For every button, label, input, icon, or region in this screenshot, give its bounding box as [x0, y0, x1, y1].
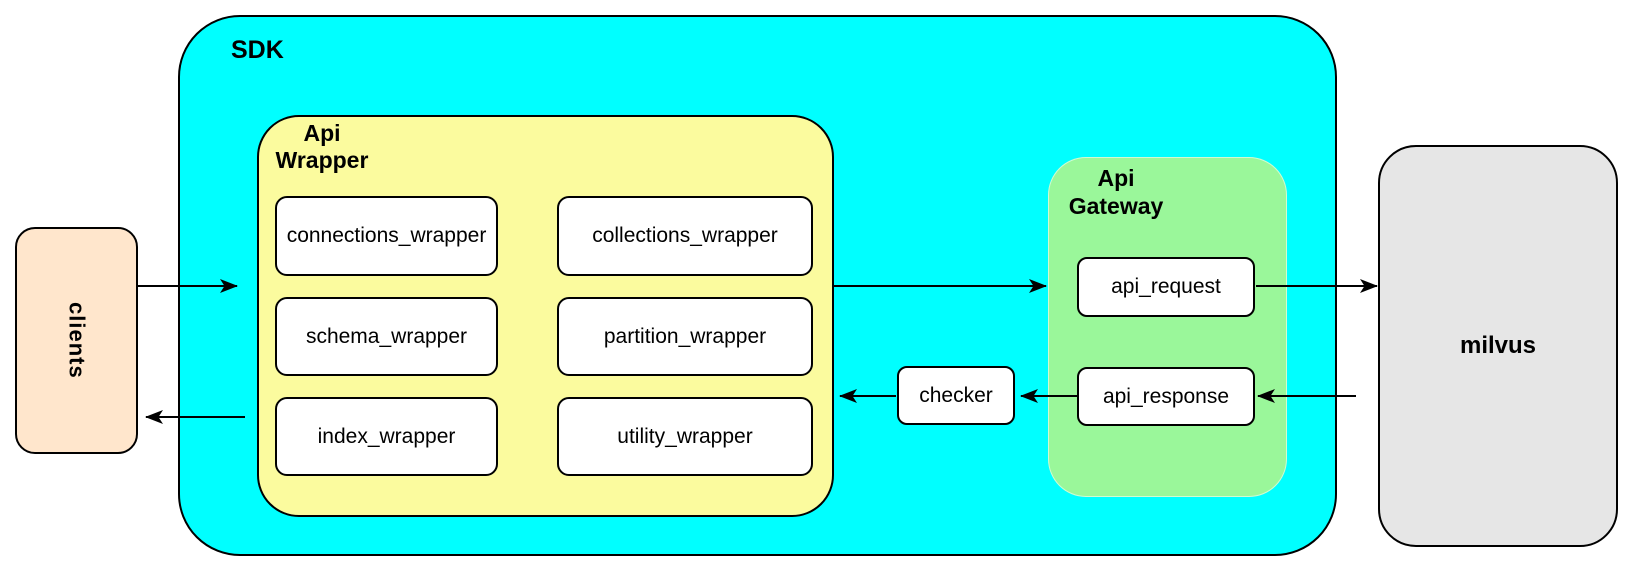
api-gateway-label: Api Gateway [1068, 165, 1164, 219]
node-label: api_response [1102, 384, 1230, 408]
node-utility-wrapper: utility_wrapper [557, 397, 813, 476]
node-label: partition_wrapper [603, 324, 767, 348]
api-wrapper-label: Api Wrapper [275, 120, 369, 173]
node-partition-wrapper: partition_wrapper [557, 297, 813, 376]
node-api-request: api_request [1077, 257, 1255, 317]
node-checker: checker [897, 366, 1015, 425]
node-schema-wrapper: schema_wrapper [275, 297, 498, 376]
node-label: api_request [1111, 275, 1221, 298]
node-clients: clients [15, 227, 138, 454]
node-label: clients [64, 302, 90, 379]
node-label: schema_wrapper [305, 324, 468, 348]
node-label: milvus [1459, 332, 1537, 359]
node-milvus: milvus [1378, 145, 1618, 547]
node-connections-wrapper: connections_wrapper [275, 196, 498, 276]
node-label: connections_wrapper [286, 224, 487, 247]
node-label: index_wrapper [317, 424, 456, 448]
node-label: utility_wrapper [617, 424, 753, 448]
node-label: collections_wrapper [592, 224, 778, 247]
api-gateway-container [1048, 157, 1287, 497]
node-index-wrapper: index_wrapper [275, 397, 498, 476]
node-collections-wrapper: collections_wrapper [557, 196, 813, 276]
sdk-label: SDK [231, 36, 284, 64]
node-api-response: api_response [1077, 367, 1255, 426]
node-label: checker [919, 383, 993, 407]
